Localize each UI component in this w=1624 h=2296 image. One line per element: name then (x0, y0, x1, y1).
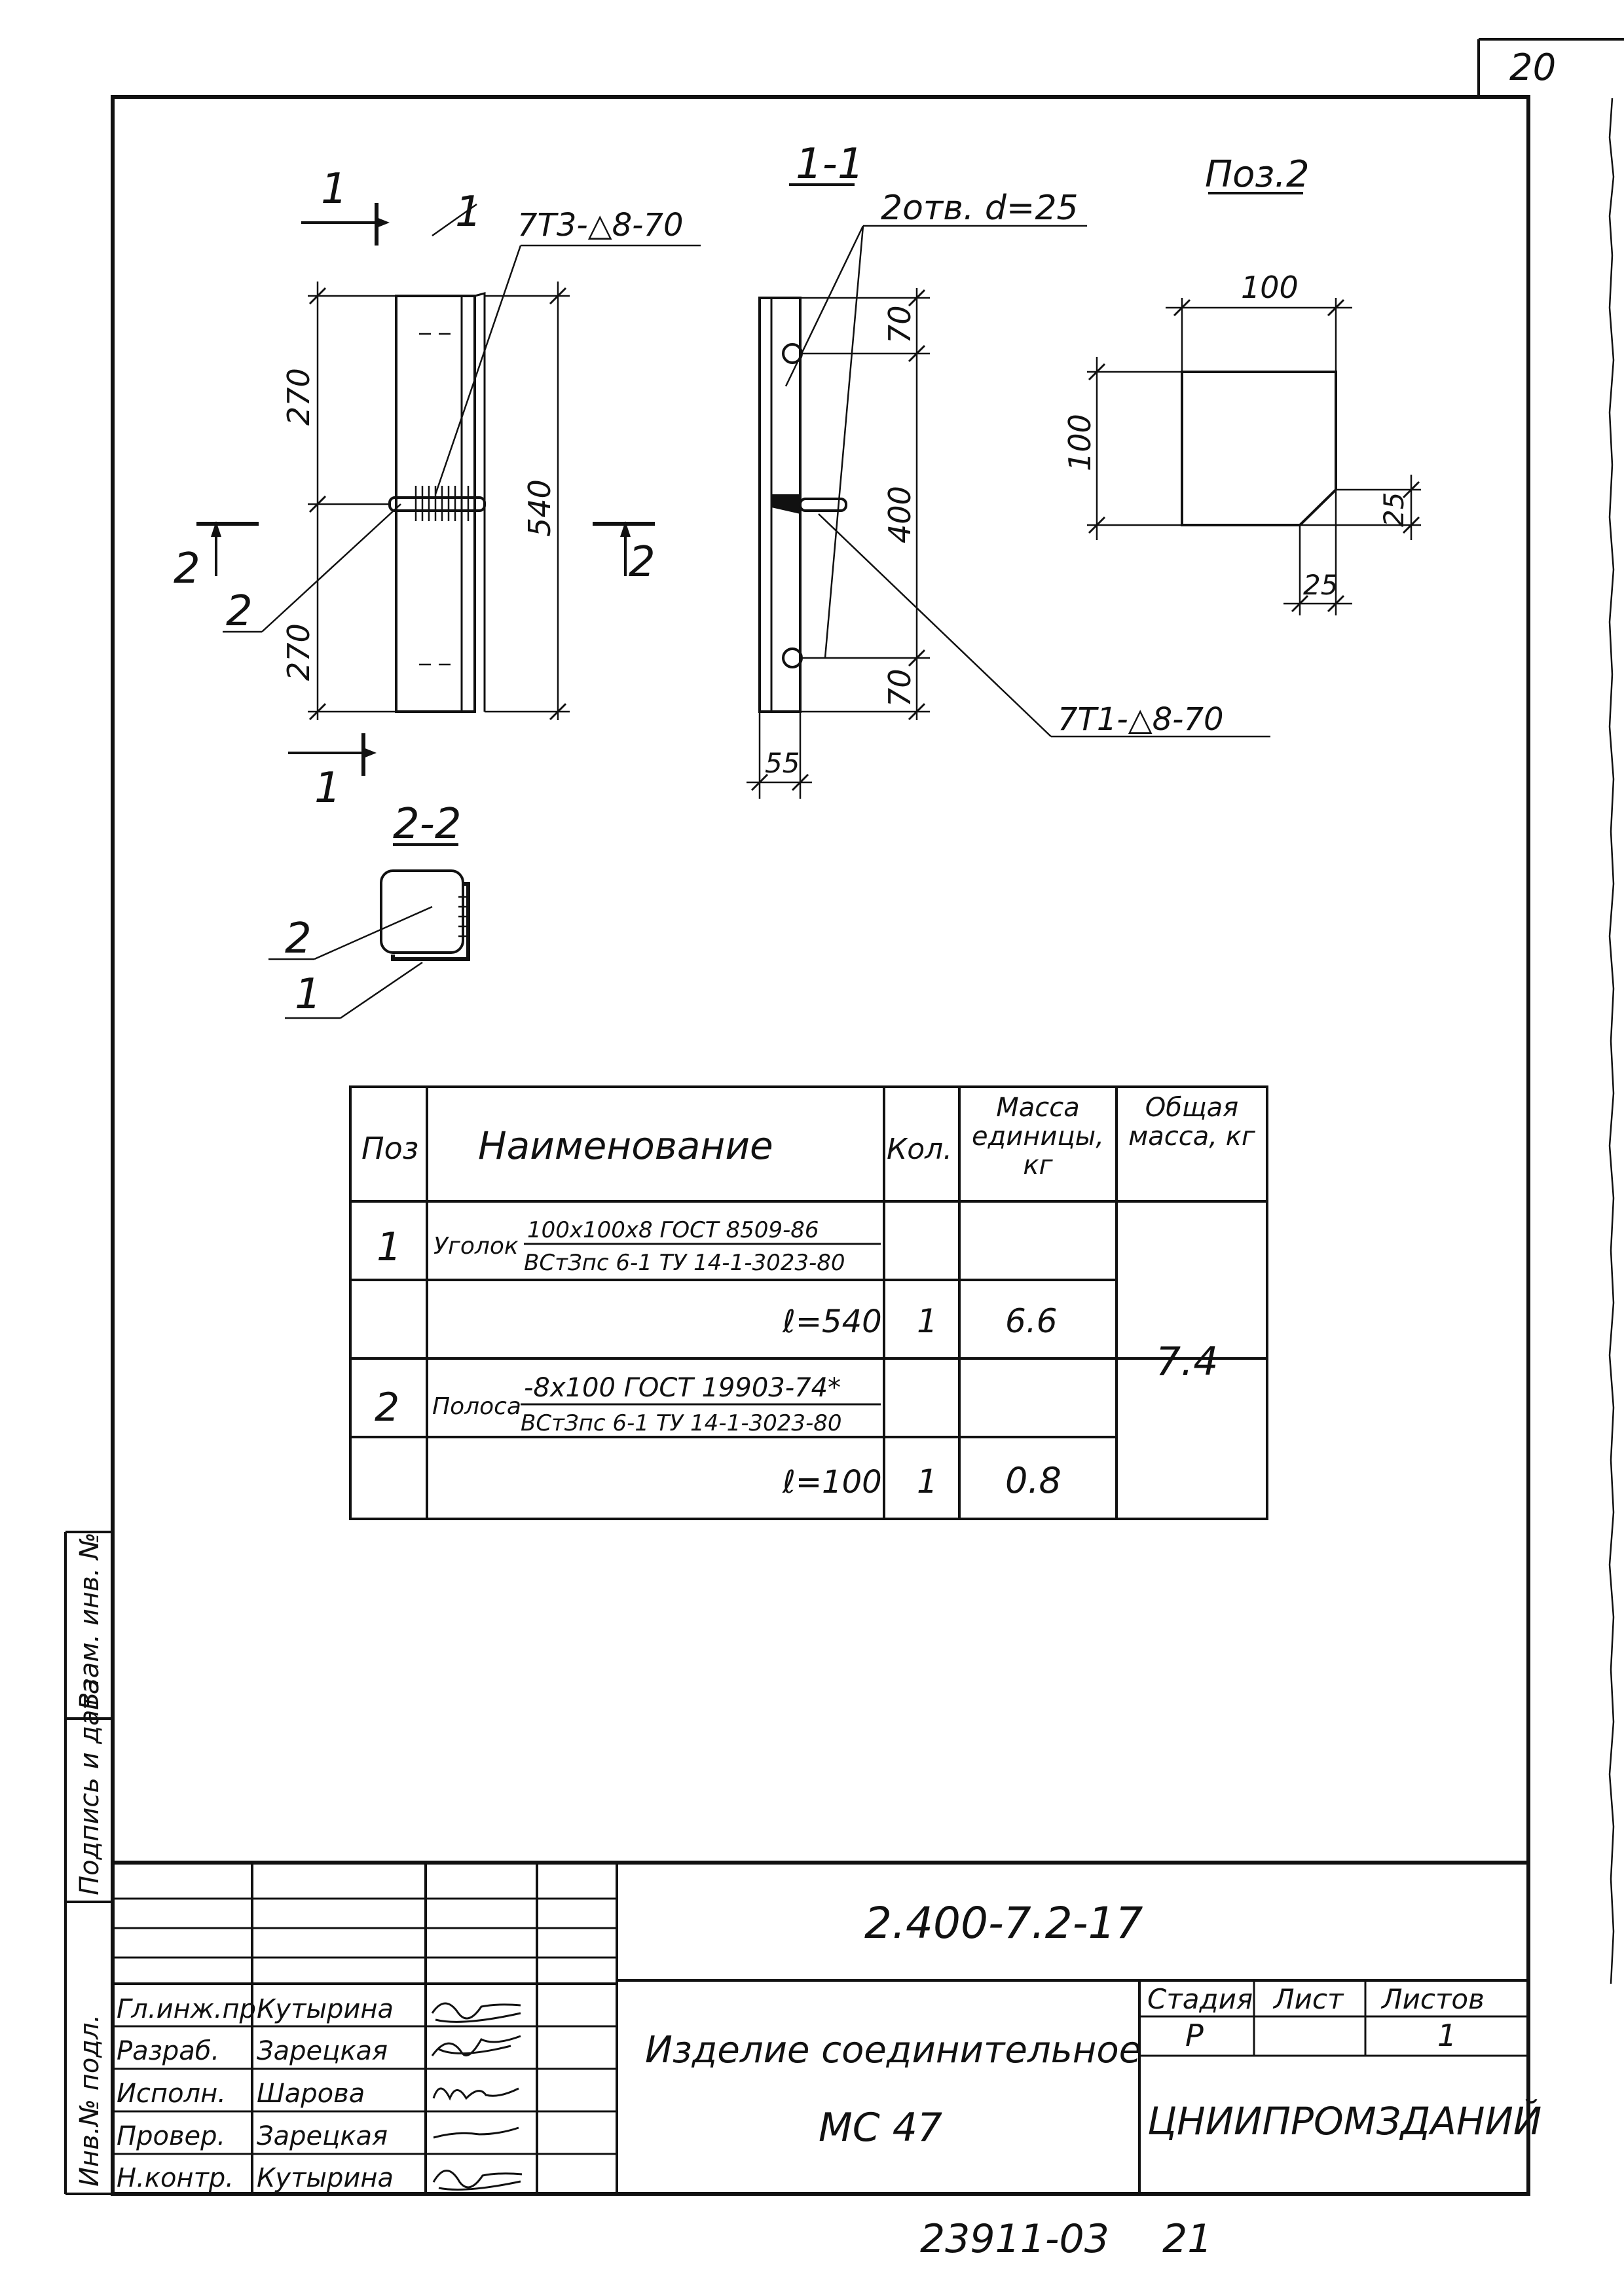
person-4: Зарецкая (257, 2121, 388, 2151)
role-3: Исполн. (117, 2079, 226, 2109)
row1-name-top: 100х100х8 ГОСТ 8509-86 (527, 1217, 819, 1243)
sheet-frame (111, 95, 1530, 2196)
pos2-dim-chamfer-h: 25 (1303, 569, 1338, 601)
table-header-qty: Кол. (887, 1133, 952, 1166)
side-stamp-inv: Инв.№ подл. (75, 2014, 105, 2187)
pos2-view (1087, 192, 1421, 615)
person-1: Кутырина (257, 1994, 394, 2024)
doc-code: 2.400-7.2-17 (864, 1898, 1143, 1948)
sheet-number: 20 (1509, 46, 1556, 89)
sheet-label: Лист (1272, 1983, 1344, 2015)
side-stamp-vzam: Взам. инв. № (75, 1532, 105, 1710)
dim-400: 400 (882, 486, 917, 543)
row2-unit-mass: 0.8 (1005, 1460, 1061, 1501)
dim-70-bottom: 70 (882, 668, 917, 707)
stage-label: Стадия (1147, 1983, 1253, 2015)
section-2-2-view (268, 843, 470, 1019)
dim-upper-270: 270 (281, 368, 316, 426)
stage-value: Р (1185, 2018, 1204, 2053)
row1-pos: 1 (377, 1224, 401, 1270)
table-header-name: Наименование (478, 1123, 773, 1168)
section-2-2-title: 2-2 (393, 800, 462, 848)
total-mass: 7.4 (1156, 1339, 1218, 1385)
side-stamp-columns (64, 1531, 113, 2195)
archive-number: 23911-03 (920, 2216, 1109, 2262)
dim-total-540: 540 (522, 479, 557, 537)
holes-label: 2отв. d=25 (881, 189, 1079, 228)
main-view (196, 203, 701, 776)
section-1-1-view (747, 183, 1270, 799)
sheets-label: Листов (1380, 1983, 1485, 2015)
spec-table (349, 1085, 1268, 1520)
scan-edge (1608, 98, 1615, 1984)
item-title: Изделие соединительное (645, 2029, 1141, 2071)
side-stamp-podpis: Подпись и дата (75, 1679, 105, 1895)
leader-label-pos1: 1 (455, 188, 482, 236)
row1-length: ℓ=540 (782, 1303, 882, 1340)
section-mark-right: 2 (629, 538, 655, 587)
leader-label-pos2: 2 (226, 587, 253, 636)
cut-mark-bottom: 1 (314, 764, 341, 812)
pos2-dim-width: 100 (1241, 270, 1299, 305)
dim-lower-270: 270 (281, 623, 316, 681)
row1-name-bottom: ВСтЗпс 6-1 ТУ 14-1-3023-80 (524, 1250, 845, 1276)
row1-unit-mass: 6.6 (1005, 1302, 1058, 1340)
weld-label-section: 7T1-△8-70 (1058, 701, 1224, 738)
person-2: Зарецкая (257, 2036, 388, 2066)
table-header-pos: Поз (361, 1131, 418, 1166)
pos2-dim-height: 100 (1062, 414, 1098, 471)
title-block (113, 1861, 1528, 2194)
row2-length: ℓ=100 (782, 1464, 882, 1501)
row2-name-top: -8х100 ГОСТ 19903-74* (524, 1373, 841, 1403)
person-3: Шарова (257, 2079, 365, 2109)
pos2-title: Поз.2 (1205, 153, 1310, 196)
row2-qty: 1 (917, 1463, 938, 1501)
page-number: 21 (1162, 2216, 1212, 2262)
role-5: Н.контр. (117, 2163, 234, 2193)
sheets-value: 1 (1437, 2018, 1456, 2053)
role-4: Провер. (117, 2121, 225, 2151)
cut-mark-top: 1 (321, 165, 348, 213)
row2-name-bottom: ВСтЗпс 6-1 ТУ 14-1-3023-80 (521, 1410, 842, 1436)
table-header-unit-mass: Масса единицы, кг (972, 1093, 1104, 1180)
row1-name-prefix: Уголок (434, 1233, 519, 1260)
section-mark-left: 2 (174, 545, 200, 593)
role-2: Разраб. (117, 2036, 219, 2066)
row2-name-prefix: Полоса (432, 1393, 521, 1420)
weld-label-main: 7T3-△8-70 (517, 207, 684, 244)
person-5: Кутырина (257, 2163, 394, 2193)
section-2-2-pos1: 1 (295, 970, 322, 1019)
role-1: Гл.инж.пр. (117, 1994, 265, 2024)
signatures (431, 2002, 523, 2191)
section-1-1-title: 1-1 (796, 140, 864, 189)
organization: ЦНИИПРОМЗДАНИЙ (1147, 2098, 1541, 2143)
row1-qty: 1 (917, 1302, 938, 1340)
table-header-total-mass: Общая масса, кг (1128, 1093, 1255, 1152)
section-2-2-pos2: 2 (285, 915, 312, 963)
row2-pos: 2 (375, 1385, 399, 1430)
item-code: МС 47 (819, 2105, 942, 2151)
dim-55: 55 (765, 747, 800, 779)
dim-70-top: 70 (882, 305, 917, 344)
pos2-dim-chamfer-v: 25 (1378, 492, 1410, 527)
